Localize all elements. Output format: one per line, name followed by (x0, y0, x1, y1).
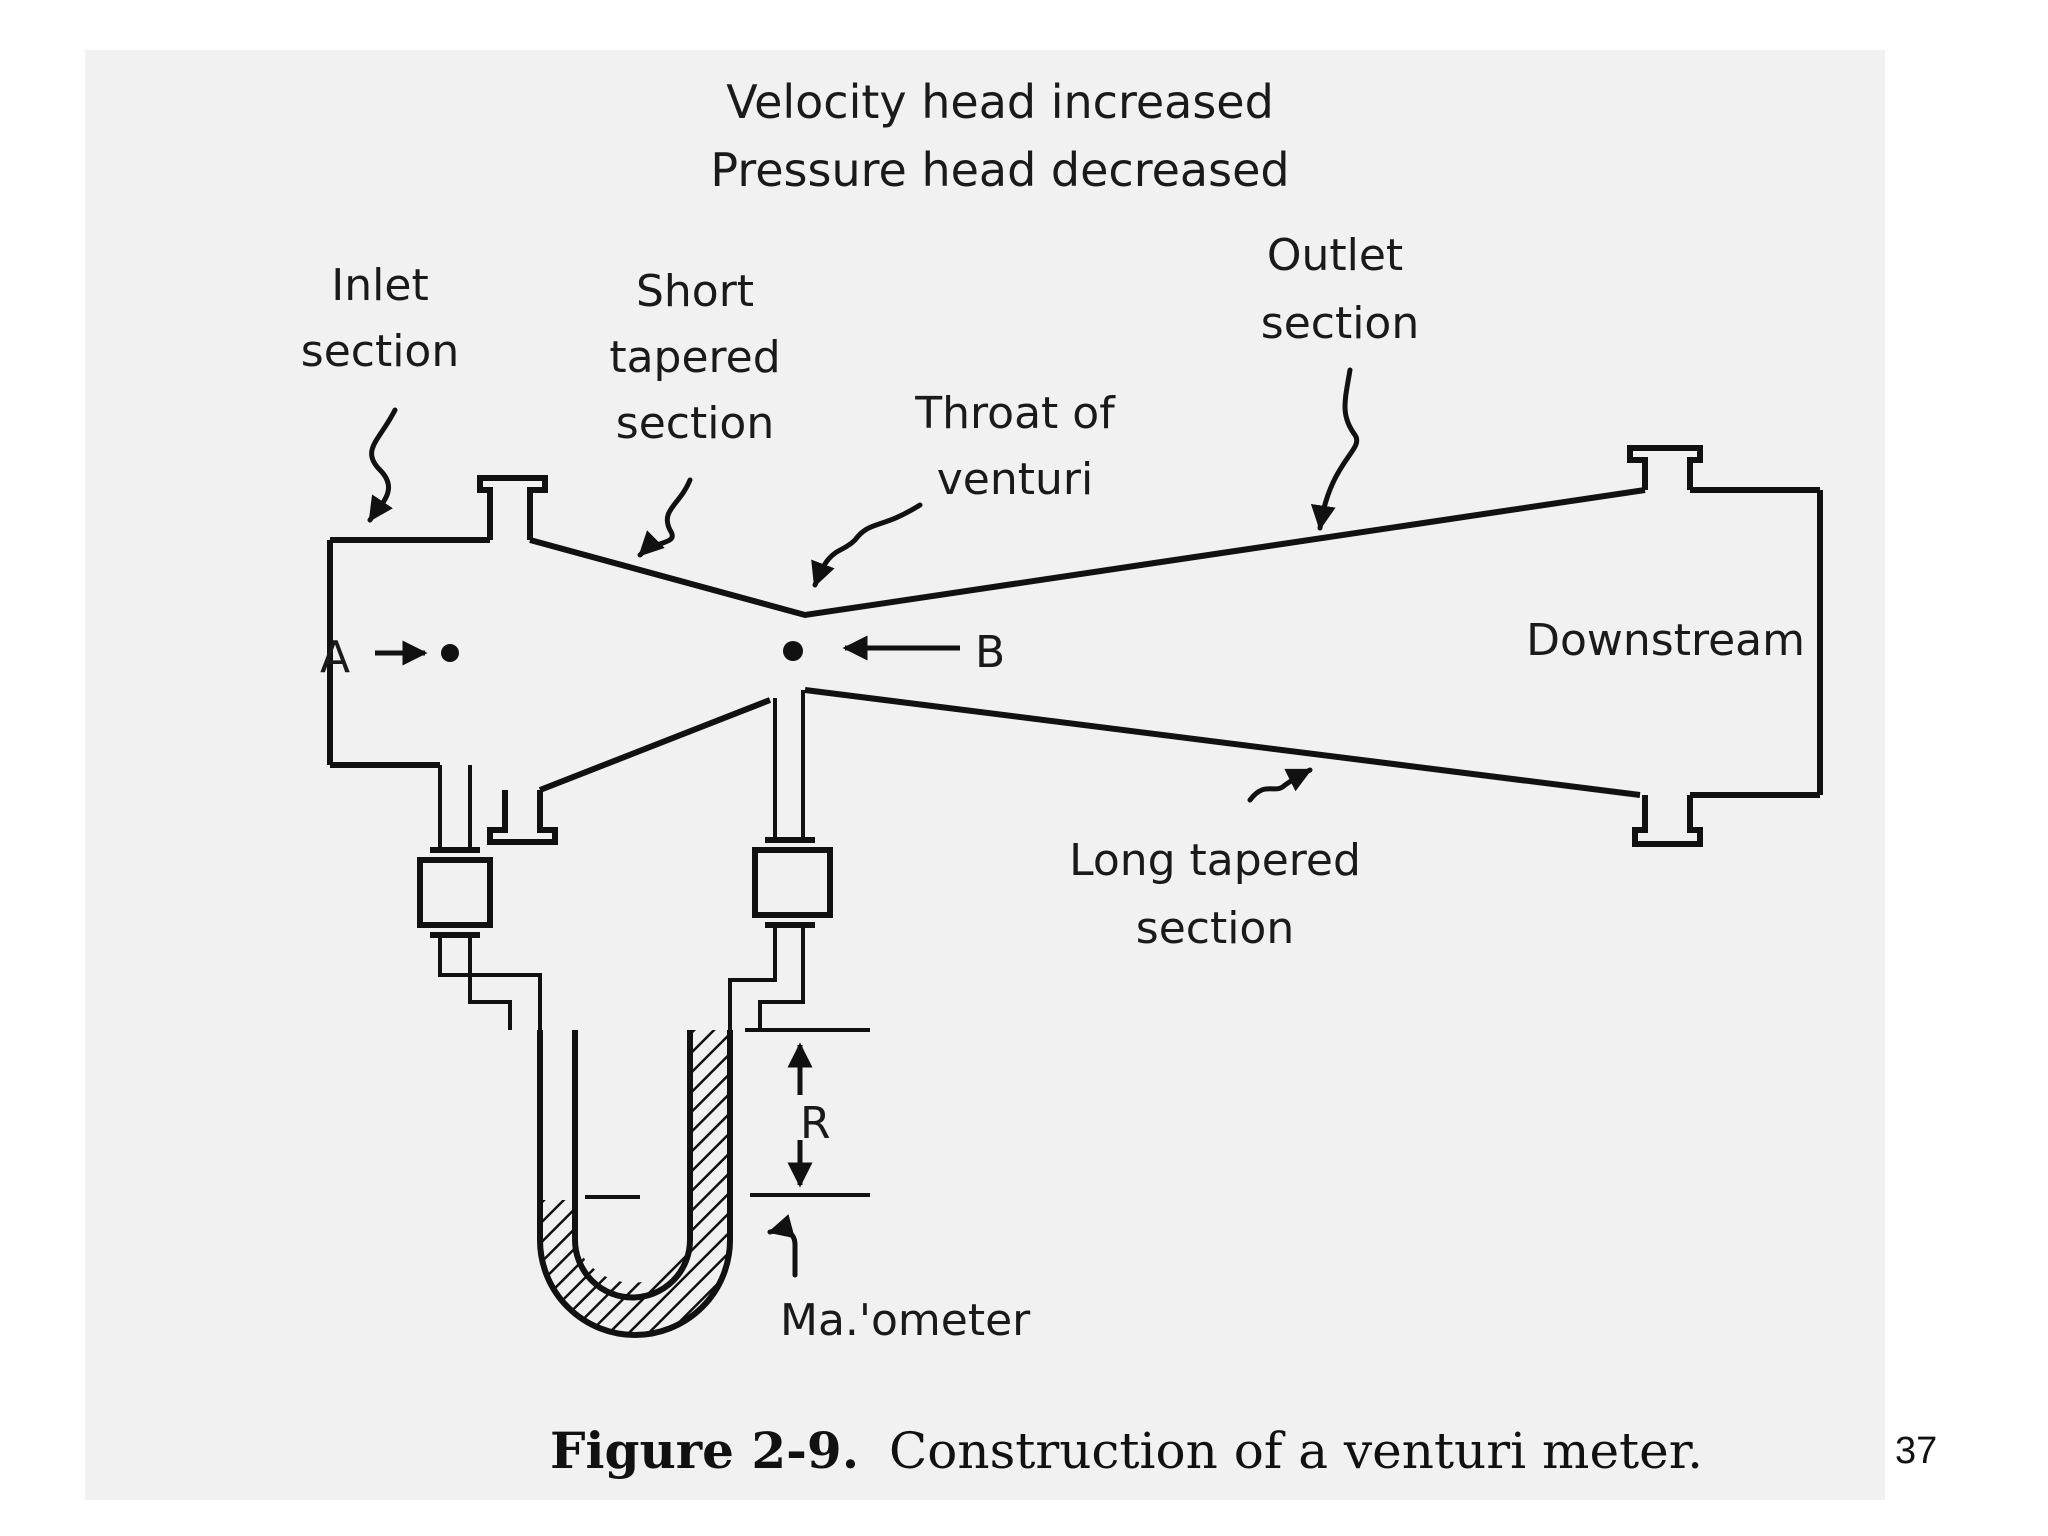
manometer-fluid (540, 1030, 730, 1335)
manometer-label: Ma.'ometer (780, 1295, 1031, 1346)
short-tapered-leader (637, 477, 693, 558)
pipe-lower-wall (330, 687, 1820, 798)
inlet-top-flange (477, 475, 548, 540)
right-tap-tube (773, 690, 805, 840)
pressure-head-label: Pressure head decreased (710, 143, 1289, 197)
throat-leader (811, 502, 923, 588)
left-tap-tube (438, 765, 472, 850)
outlet-leader (1310, 367, 1360, 531)
point-a-label: A (320, 632, 350, 683)
figure-number: Figure 2-9. (550, 1421, 859, 1480)
velocity-head-label: Velocity head increased (726, 75, 1274, 129)
outlet-label-line1: Outlet (1267, 230, 1403, 281)
left-coupling (417, 847, 493, 938)
inlet-label-line1: Inlet (331, 260, 428, 311)
inlet-bottom-flange (487, 790, 558, 845)
inlet-leader (367, 407, 398, 523)
manometer-leader (767, 1214, 798, 1278)
pipe-upper-wall (330, 487, 1820, 619)
figure-caption-text: Construction of a venturi meter. (889, 1422, 1703, 1480)
r-label: R (800, 1098, 831, 1149)
manometer-inner-wall (572, 1030, 693, 1301)
right-coupling (752, 837, 833, 928)
slide-number: 37 (1895, 1430, 1938, 1472)
short-tapered-label-line1: Short (636, 266, 754, 317)
point-b-dot (783, 641, 803, 661)
outlet-top-flange (1627, 445, 1703, 490)
long-tapered-label-line1: Long tapered (1069, 835, 1361, 886)
short-tapered-label-line2: tapered (609, 332, 780, 383)
short-tapered-label-line3: section (616, 398, 774, 449)
manometer-outer-wall (537, 1030, 733, 1338)
throat-label-line2: venturi (937, 454, 1093, 505)
left-tube-down (438, 935, 542, 1030)
figure-caption: Figure 2-9. Construction of a venturi me… (550, 1421, 1703, 1480)
scanned-figure (85, 50, 1885, 1500)
long-tapered-label-line2: section (1136, 903, 1294, 954)
point-a-dot (441, 644, 459, 662)
inlet-label-line2: section (301, 326, 459, 377)
point-b-label: B (975, 627, 1005, 678)
outlet-bottom-flange (1632, 795, 1703, 847)
throat-label-line1: Throat of (914, 388, 1116, 439)
outlet-label-line2: section (1261, 298, 1419, 349)
long-tapered-leader (1247, 767, 1313, 803)
right-tube-down (728, 925, 805, 1030)
downstream-label: Downstream (1526, 615, 1805, 666)
